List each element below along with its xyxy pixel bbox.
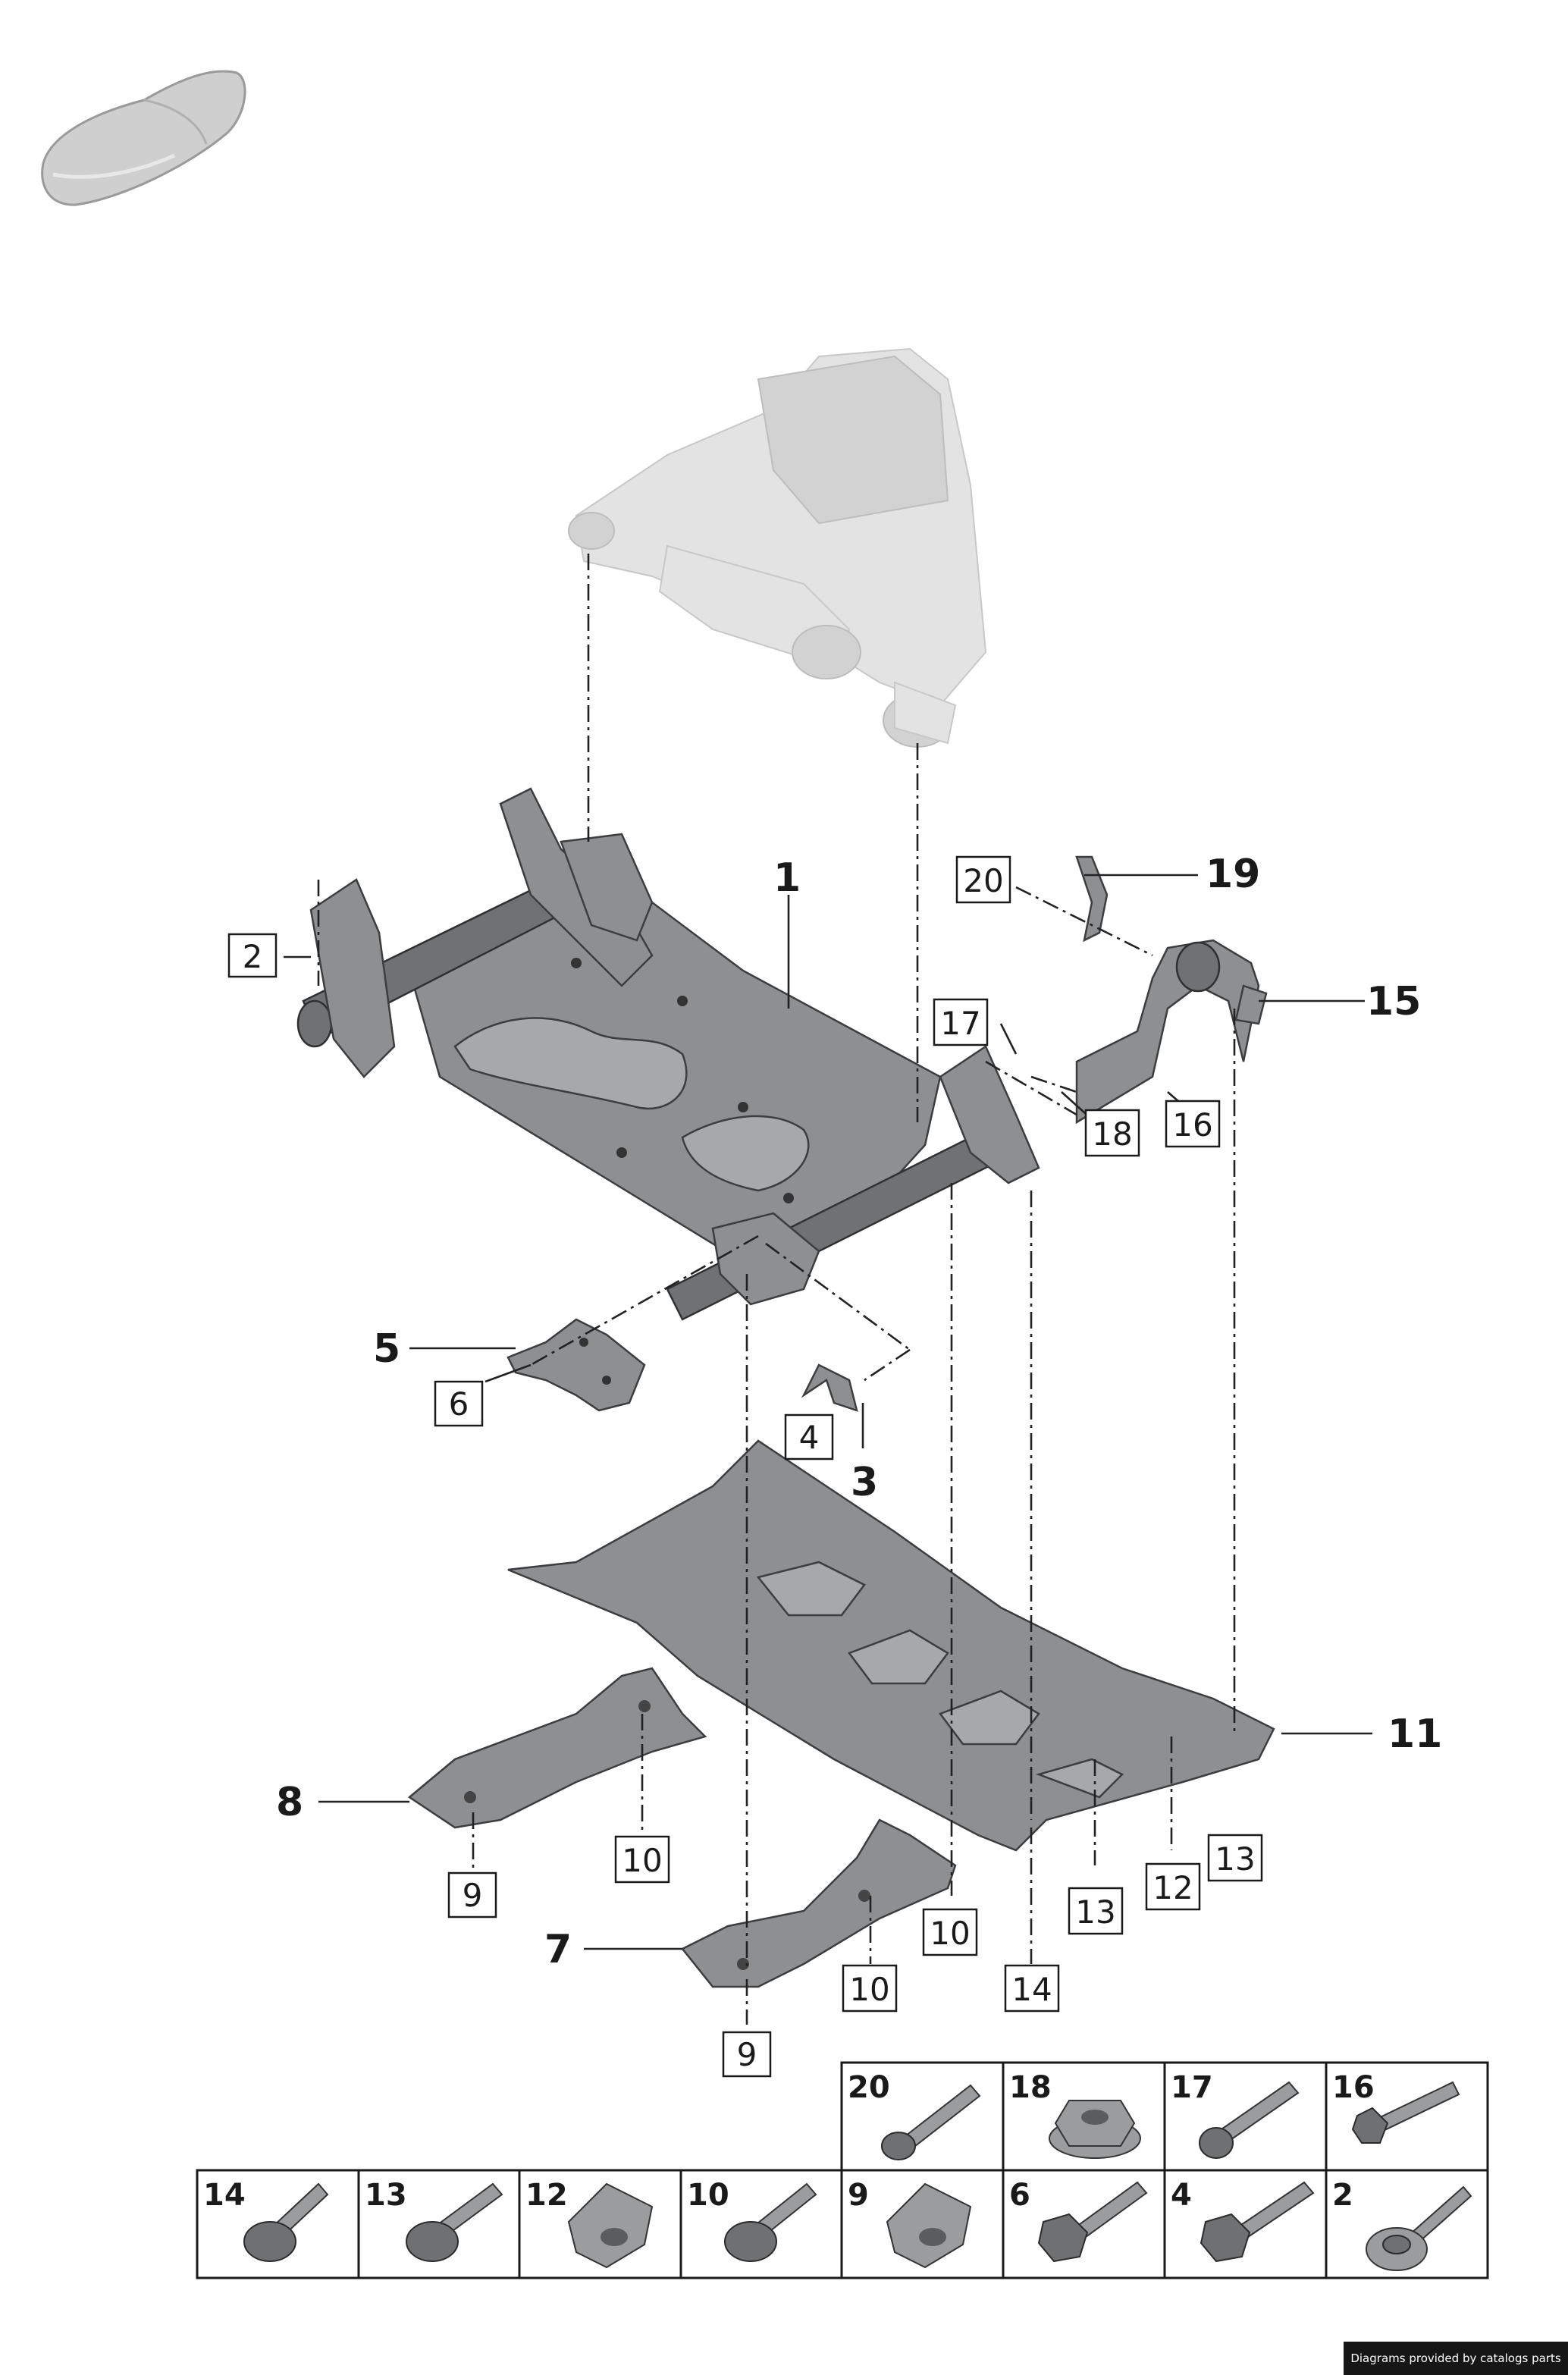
- callout-box-6: 6: [434, 1380, 484, 1427]
- callout-18: 18: [1092, 1115, 1132, 1153]
- bolt-10-icon: [724, 2182, 817, 2262]
- callout-4: 4: [799, 1419, 820, 1456]
- callout-6: 6: [449, 1385, 469, 1423]
- clip-nut-9-icon: [886, 2182, 972, 2269]
- bolt-20-icon: [881, 2084, 981, 2160]
- callout-box-13b: 13: [1207, 1834, 1263, 1882]
- callout-13b: 13: [1215, 1840, 1255, 1878]
- callout-19: 19: [1206, 852, 1260, 897]
- bolt-16-icon: [1351, 2081, 1460, 2144]
- hw-label-12: 12: [525, 2178, 568, 2213]
- bolt-washer-2-icon: [1366, 2185, 1472, 2271]
- callout-box-12: 12: [1145, 1862, 1201, 1911]
- underbody-shield-11: [507, 1439, 1275, 1852]
- callout-box-10a: 10: [614, 1835, 670, 1884]
- callout-box-20: 20: [955, 855, 1011, 904]
- nut-18-icon: [1049, 2100, 1141, 2159]
- electric-drive-unit-ghost: [568, 347, 987, 748]
- callout-15: 15: [1366, 979, 1421, 1024]
- callout-3: 3: [851, 1460, 878, 1505]
- callout-12: 12: [1152, 1869, 1193, 1906]
- hw-label-9: 9: [848, 2178, 869, 2213]
- callout-8: 8: [276, 1780, 303, 1825]
- bolt-13-icon: [406, 2182, 503, 2262]
- boxed-callouts: 2 20 17 18 16 6 4 10: [227, 855, 1263, 2078]
- callout-9a: 9: [463, 1877, 483, 1914]
- hardware-table: 20 18 17 16 14 13 12 10 9 6 4 2: [196, 2061, 1489, 2279]
- bracket-19: [1075, 855, 1109, 943]
- bracket-3: [801, 1363, 858, 1412]
- bolt-14-icon: [243, 2182, 329, 2262]
- callout-box-14: 14: [1004, 1964, 1060, 2013]
- callout-box-10c: 10: [842, 1964, 898, 2013]
- vehicle-silhouette-icon: [41, 70, 246, 206]
- hw-label-17: 17: [1171, 2070, 1213, 2105]
- hw-label-4: 4: [1171, 2178, 1192, 2213]
- bolt-4-icon: [1200, 2181, 1315, 2263]
- callout-17: 17: [940, 1005, 980, 1042]
- callout-10b: 10: [930, 1915, 970, 1952]
- hw-label-16: 16: [1332, 2070, 1375, 2105]
- callout-box-16: 16: [1165, 1100, 1221, 1148]
- bracket-5: [506, 1318, 646, 1412]
- hw-label-6: 6: [1009, 2178, 1030, 2213]
- hw-label-2: 2: [1332, 2178, 1353, 2213]
- callout-9b: 9: [737, 2036, 757, 2073]
- front-axle-subframe: [296, 787, 1040, 1321]
- callout-14: 14: [1011, 1971, 1052, 2008]
- callout-box-18: 18: [1084, 1109, 1140, 1157]
- rear-mount-15: [1075, 939, 1268, 1125]
- callout-box-10b: 10: [922, 1908, 978, 1956]
- hw-label-13: 13: [365, 2178, 407, 2213]
- hw-label-10: 10: [687, 2178, 729, 2213]
- clip-nut-12-icon: [567, 2182, 654, 2269]
- callout-box-9a: 9: [447, 1871, 497, 1919]
- callout-box-17: 17: [933, 998, 989, 1046]
- callout-2: 2: [243, 938, 263, 975]
- callout-5: 5: [373, 1326, 400, 1372]
- callout-10a: 10: [622, 1842, 662, 1879]
- bolt-6-icon: [1037, 2181, 1148, 2263]
- callout-10c: 10: [849, 1971, 889, 2008]
- diagram-credit: Diagrams provided by catalogs parts: [1344, 2342, 1568, 2375]
- hw-label-20: 20: [848, 2070, 890, 2105]
- hw-label-18: 18: [1009, 2070, 1052, 2105]
- callout-box-13a: 13: [1068, 1887, 1124, 1935]
- callout-13a: 13: [1075, 1893, 1115, 1931]
- callout-7: 7: [544, 1927, 572, 1972]
- plate-8: [407, 1667, 707, 1829]
- callout-1: 1: [773, 855, 801, 901]
- callout-16: 16: [1172, 1106, 1212, 1144]
- callout-20: 20: [963, 862, 1003, 899]
- callout-box-9b: 9: [722, 2031, 772, 2078]
- callout-labels: 1 19 15 5 3 11 8 7: [276, 852, 1442, 1972]
- callout-11: 11: [1388, 1711, 1442, 1757]
- callout-box-4: 4: [784, 1413, 834, 1460]
- bolt-17-icon: [1199, 2081, 1300, 2159]
- hw-label-14: 14: [203, 2178, 246, 2213]
- callout-box-2: 2: [227, 933, 278, 978]
- assembly-lines: [317, 554, 1236, 2025]
- plate-7: [681, 1818, 957, 1988]
